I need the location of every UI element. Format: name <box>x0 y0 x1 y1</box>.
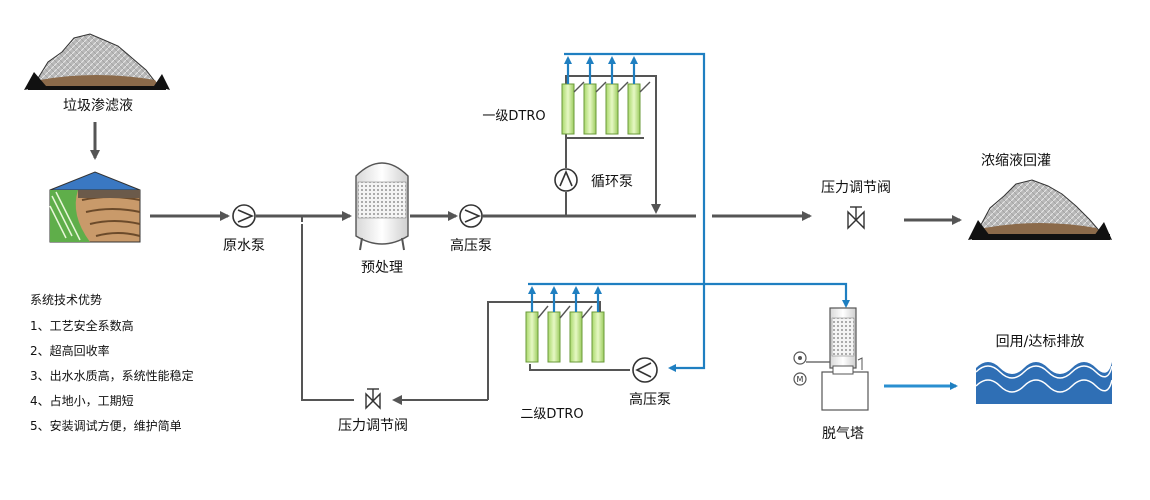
high-pressure-pump-2-icon <box>632 357 658 383</box>
leachate-pile-icon <box>24 33 170 90</box>
stage1-label: 一级DTRO <box>482 109 545 124</box>
stage2-label: 二级DTRO <box>520 407 583 422</box>
pressure-valve-top-icon <box>847 206 865 230</box>
water-discharge-icon <box>975 362 1113 404</box>
advantage-item: 5、安装调试方便，维护简单 <box>30 418 182 433</box>
motor-letter: M <box>797 375 804 384</box>
motor-icon: M <box>793 372 807 386</box>
advantage-item: 2、超高回收率 <box>30 343 110 358</box>
blower-fan-icon <box>793 351 807 365</box>
circulation-pump-icon <box>554 168 578 192</box>
pretreatment-vessel-icon <box>355 162 409 251</box>
stage2-permeate-lines <box>528 282 850 312</box>
advantage-item: 4、占地小，工期短 <box>30 393 134 408</box>
stage1-permeate-lines <box>564 52 706 372</box>
high-pressure-pump-1-label: 高压泵 <box>450 237 492 254</box>
landfill-section-icon <box>49 171 141 243</box>
advantage-item: 3、出水水质高，系统性能稳定 <box>30 368 194 383</box>
advantages-title: 系统技术优势 <box>30 293 102 307</box>
pressure-valve-top-label: 压力调节阀 <box>821 180 891 196</box>
reuse-discharge-label: 回用/达标排放 <box>996 334 1085 350</box>
advantage-item: 1、工艺安全系数高 <box>30 318 134 333</box>
concentrate-pile-icon <box>968 179 1112 240</box>
stage2-membrane-modules <box>525 301 630 371</box>
stage1-membrane-modules <box>561 81 651 135</box>
raw-water-pump-label: 原水泵 <box>223 238 265 254</box>
stage2-concentrate-return <box>301 224 354 401</box>
pretreatment-label: 预处理 <box>361 260 403 276</box>
degassing-tower-label: 脱气塔 <box>822 426 864 442</box>
pressure-valve-bottom-label: 压力调节阀 <box>338 418 408 434</box>
advantages-list: 系统技术优势 1、工艺安全系数高 2、超高回收率 3、出水水质高，系统性能稳定 … <box>30 293 194 433</box>
degassing-tower-icon <box>806 307 869 411</box>
raw-water-pump-icon <box>232 204 256 228</box>
stage2-concentrate-out <box>487 301 532 400</box>
leachate-label: 垃圾渗滤液 <box>63 98 133 114</box>
pressure-valve-bottom-icon <box>365 388 381 410</box>
high-pressure-pump-2-label: 高压泵 <box>629 391 671 408</box>
concentrate-label: 浓缩液回灌 <box>981 153 1051 169</box>
high-pressure-pump-1-icon <box>459 204 483 228</box>
circulation-pump-label: 循环泵 <box>591 174 633 190</box>
